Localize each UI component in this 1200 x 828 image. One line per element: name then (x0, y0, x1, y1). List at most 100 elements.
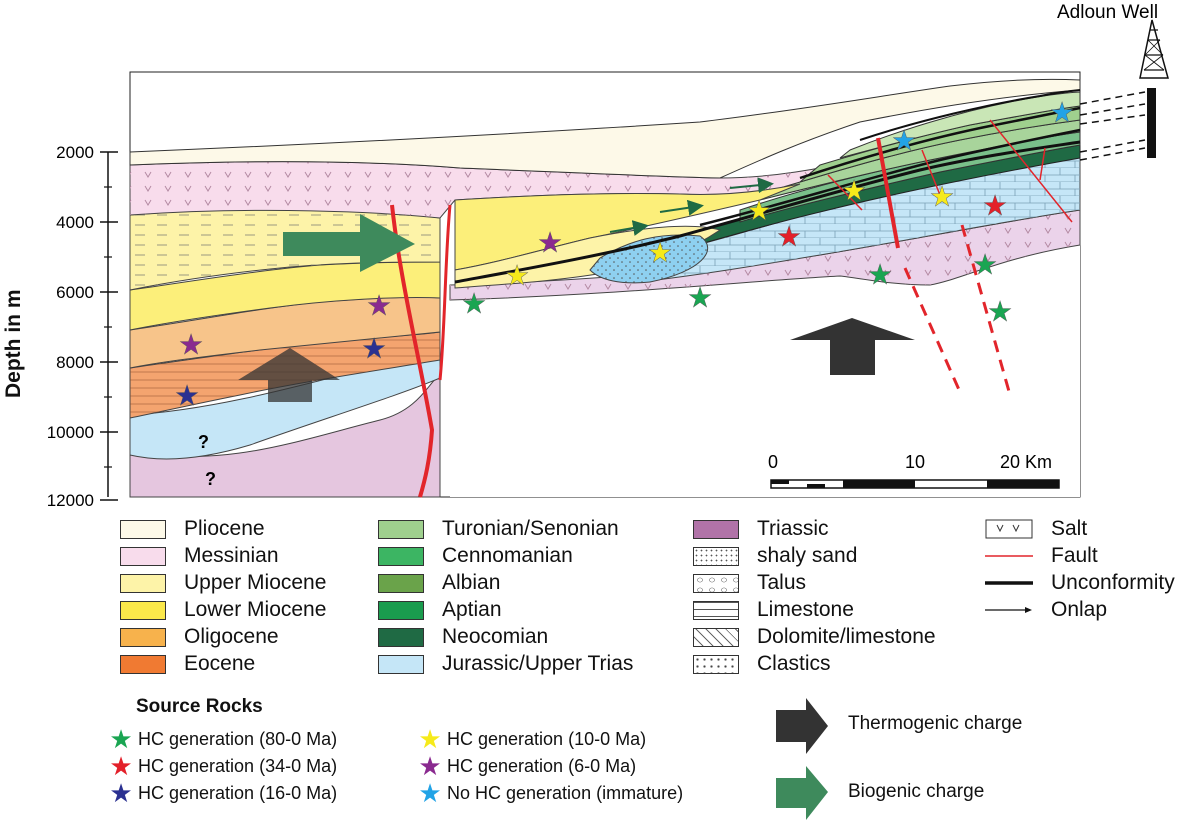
fault-thin-4 (1039, 147, 1046, 181)
fault-east-1-dashed (903, 267, 962, 393)
legend-pattern-label: Clastics (757, 652, 831, 675)
legend-unit-item: Turonian/Senonian (378, 517, 619, 541)
source-rock-star-icon: ★ (178, 328, 203, 361)
source-rock-star-icon: ★ (841, 174, 866, 207)
legend-swatch (378, 654, 424, 674)
legend-unit-item: Eocene (120, 652, 255, 676)
star-icon: ★ (109, 778, 133, 808)
legend-unit-label: Oligocene (184, 625, 279, 648)
arrow-line-icon (985, 607, 1032, 613)
star-icon: ★ (418, 751, 442, 781)
legend-swatch (378, 546, 424, 566)
fault-second (438, 204, 452, 381)
legend-unit-label: Triassic (757, 517, 829, 540)
thick-black-line-icon (985, 581, 1033, 585)
y-tick-label: 4000 (56, 213, 94, 232)
unit-jurassic-east-brick (640, 155, 1080, 282)
biogenic-charge-arrow (283, 214, 415, 272)
legend-unit-label: Eocene (184, 652, 256, 675)
thermogenic-charge-arrow-east (790, 318, 915, 375)
source-rock-label: HC generation (80-0 Ma) (138, 728, 338, 749)
unit-jurassic-left (129, 354, 441, 460)
unknown-mark-2: ? (205, 469, 216, 489)
legend-unit-label: Jurassic/Upper Trias (442, 652, 634, 675)
legend-unit-label: Messinian (184, 544, 279, 567)
y-axis-label: Depth in m (2, 289, 25, 399)
unit-pliocene (129, 78, 1081, 179)
red-line-icon (985, 555, 1033, 557)
unit-messinian-salt (130, 161, 830, 218)
source-rock-star-icon: ★ (174, 379, 199, 412)
legend-pattern-swatch (693, 573, 739, 593)
legend-pattern-item: Talus (693, 571, 806, 595)
legend-unit-item: Jurassic/Upper Trias (378, 652, 633, 676)
star-icon: ★ (418, 724, 442, 754)
legend-unit-item: Oligocene (120, 625, 279, 649)
legend-unit-item: Upper Miocene (120, 571, 326, 595)
legend-pattern-item: Dolomite/limestone (693, 625, 936, 649)
unconformity-line-3 (799, 106, 1081, 180)
legend-swatch (378, 519, 424, 539)
source-rock-star-icon: ★ (867, 258, 892, 291)
legend-swatch (378, 627, 424, 647)
thermogenic-arrow-icon (776, 698, 828, 754)
source-rock-star-icon: ★ (687, 281, 712, 314)
main-fault (390, 204, 435, 498)
legend-symbol-item: Unconformity (985, 571, 1175, 595)
source-rock-star-icon: ★ (987, 295, 1012, 328)
source-rock-legend-item: ★HC generation (16-0 Ma) (104, 778, 338, 808)
legend-pattern-swatch (693, 546, 739, 566)
fault-thin-1 (989, 119, 1073, 223)
source-rock-star-icon: ★ (537, 226, 562, 259)
fault-east-1 (876, 137, 900, 249)
biogenic-charge-label: Biogenic charge (848, 781, 985, 802)
source-rock-label: HC generation (16-0 Ma) (138, 782, 338, 803)
source-rock-legend-item: ★HC generation (10-0 Ma) (413, 724, 646, 754)
fault-thin-2 (921, 149, 943, 201)
legend-symbol-item: Onlap (985, 598, 1107, 622)
unconformity-line-4 (859, 89, 1081, 141)
legend-swatch (120, 627, 166, 647)
legend-unit-item: Cennomanian (378, 544, 573, 568)
thermogenic-charge-label: Thermogenic charge (848, 713, 1023, 734)
legend-unit-label: Lower Miocene (184, 598, 327, 621)
source-rock-star-icon: ★ (647, 236, 672, 269)
source-rock-legend-item: ★HC generation (80-0 Ma) (104, 724, 338, 754)
legend-pattern-swatch (693, 627, 739, 647)
legend-pattern-item: Limestone (693, 598, 854, 622)
star-icon: ★ (418, 778, 442, 808)
scale-tick-10: 10 (905, 452, 925, 472)
salt-box-icon (985, 519, 1033, 539)
source-rock-star-icon: ★ (891, 124, 916, 157)
y-tick-label: 10000 (47, 423, 94, 442)
legend-symbol-item: Fault (985, 544, 1098, 568)
source-rock-star-icon: ★ (972, 248, 997, 281)
source-rock-legend-item: ★HC generation (34-0 Ma) (104, 751, 337, 781)
legend-swatch (120, 519, 166, 539)
star-icon: ★ (109, 724, 133, 754)
legend-unit-item: Triassic (693, 517, 829, 541)
well-label: Adloun Well (1057, 2, 1158, 23)
well-correlation-lines (1079, 91, 1146, 161)
legend-pattern-label: Dolomite/limestone (757, 625, 936, 648)
legend-unit-item: Neocomian (378, 625, 548, 649)
legend-symbol-label: Unconformity (1051, 571, 1175, 594)
legend-pattern-label: Limestone (757, 598, 854, 621)
legend-swatch (693, 519, 739, 539)
legend-swatch (120, 654, 166, 674)
unconformity-line-2 (699, 128, 1081, 227)
source-rock-label: No HC generation (immature) (447, 782, 684, 803)
star-icon: ★ (109, 751, 133, 781)
unit-talus-mound (590, 234, 708, 283)
scale-tick-20: 20 Km (1000, 452, 1052, 472)
well-derrick-icon (1139, 19, 1169, 158)
unknown-mark-1: ? (198, 432, 209, 452)
y-tick-label: 6000 (56, 283, 94, 302)
legend-unit-label: Upper Miocene (184, 571, 327, 594)
fault-east-2-dashed (960, 224, 1012, 396)
legend-unit-label: Neocomian (442, 625, 549, 648)
legend-unit-label: Cennomanian (442, 544, 573, 567)
legend-symbol-label: Fault (1051, 544, 1098, 567)
y-tick-label: 8000 (56, 353, 94, 372)
